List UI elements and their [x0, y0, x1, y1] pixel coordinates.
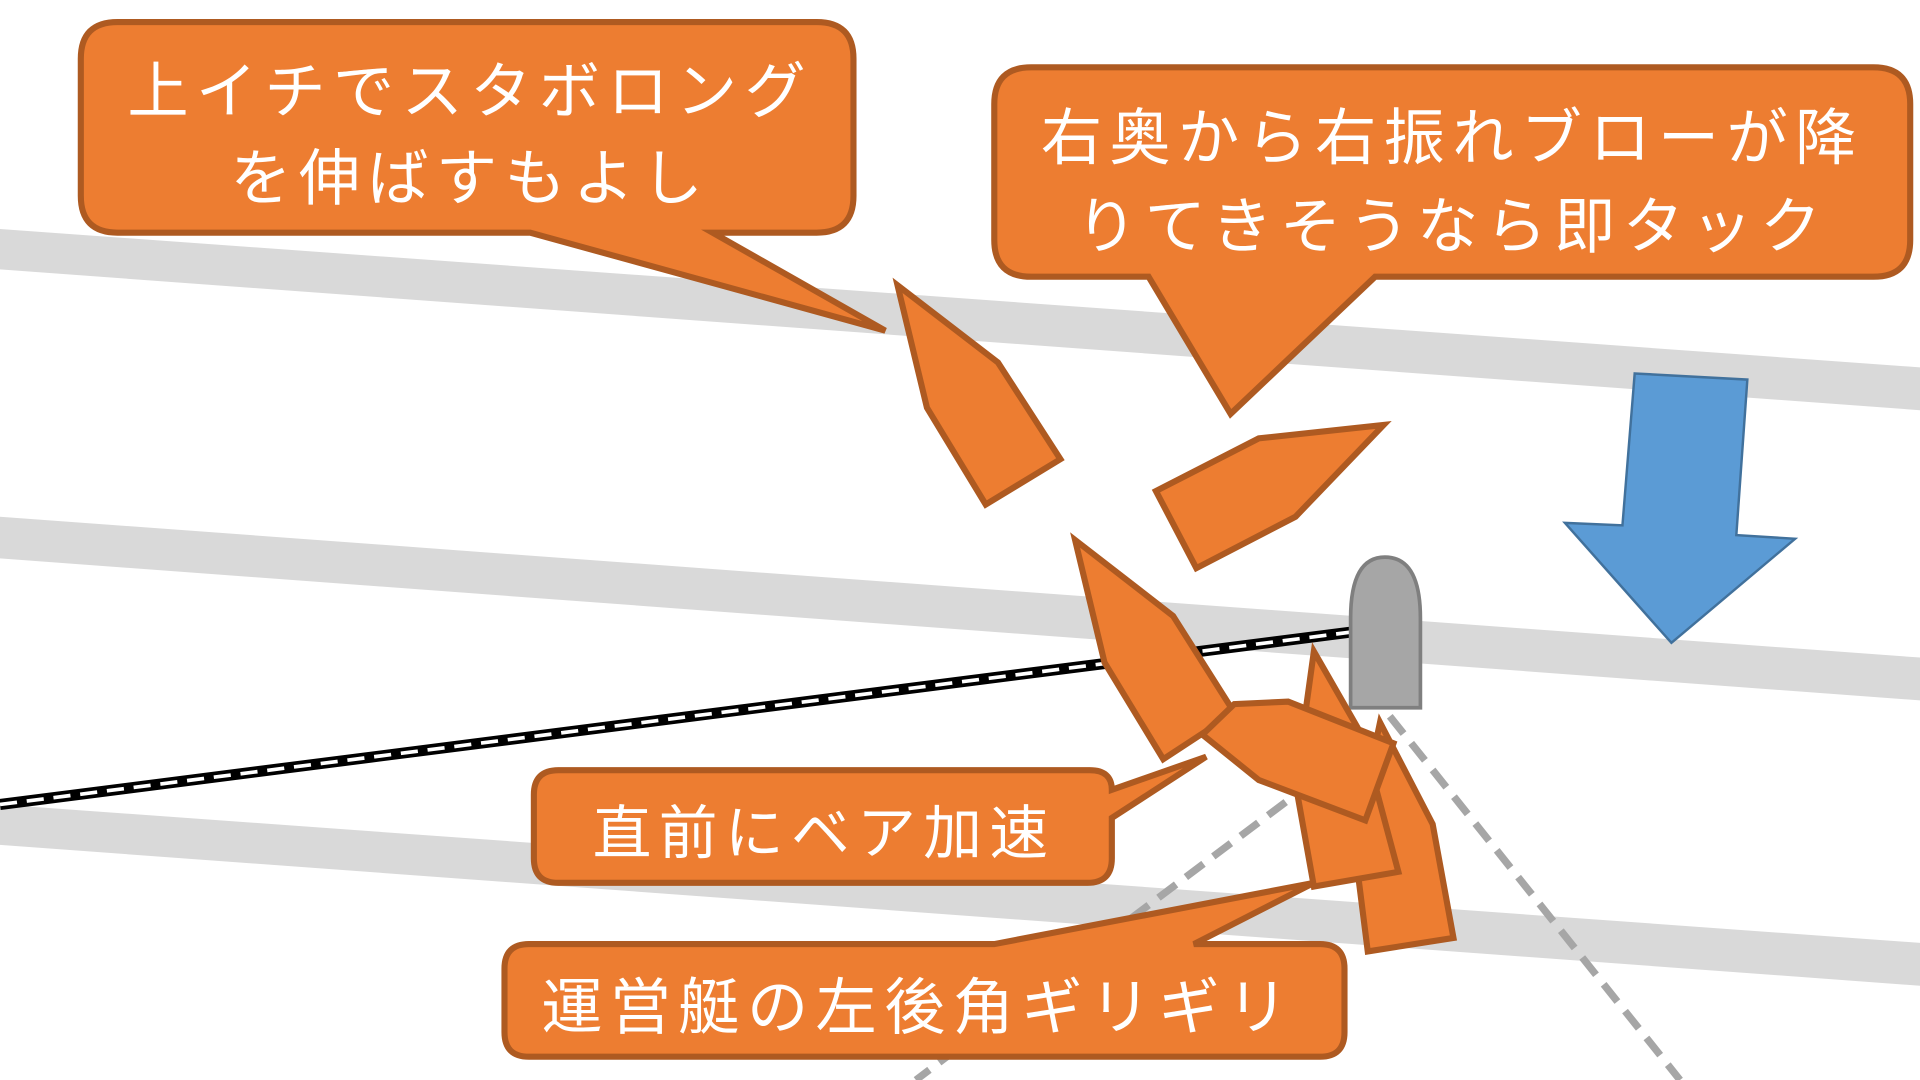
callout-middle: 直前にベア加速	[530, 753, 1208, 886]
boat-icon	[1151, 420, 1392, 573]
callout-text: 右奥から右振れブローが降	[1041, 103, 1864, 174]
callout-text: 上イチでスタボロング	[127, 57, 813, 128]
wind-arrow-icon	[1562, 372, 1799, 645]
callout-text: を伸ばすもよし	[230, 144, 710, 215]
callout-text: 運営艇の左後角ギリギリ	[541, 973, 1295, 1044]
callout-text: りてきそうなら即タック	[1076, 191, 1828, 262]
callout-text: 直前にベア加速	[593, 798, 1056, 867]
callout-bottom: 運営艇の左後角ギリギリ	[501, 879, 1348, 1060]
committee-boat-icon	[1348, 555, 1423, 710]
wave-band	[0, 228, 1920, 411]
wave-band	[0, 516, 1920, 701]
callout-top-right: 右奥から右振れブローが降 りてきそうなら即タック	[991, 64, 1914, 419]
callout-top-left: 上イチでスタボロング を伸ばすもよし	[77, 18, 887, 334]
boat-icon	[1197, 698, 1398, 825]
layline-right	[1386, 714, 1683, 1080]
boat-icon	[892, 277, 1065, 509]
boat-icon	[1070, 532, 1239, 764]
